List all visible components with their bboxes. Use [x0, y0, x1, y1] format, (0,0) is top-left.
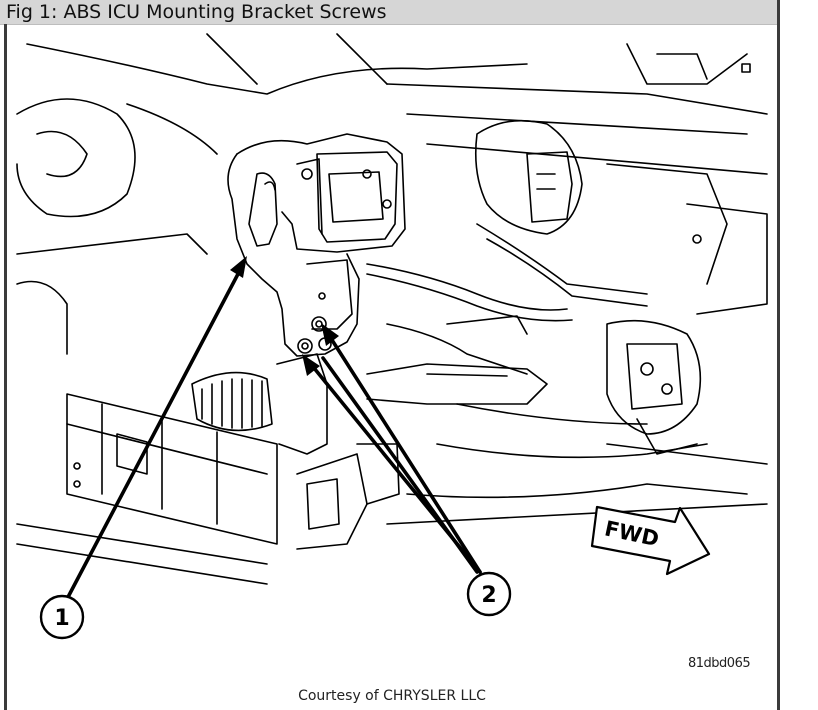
caption-bar: Fig 1: ABS ICU Mounting Bracket Screws [0, 0, 778, 25]
figure-caption: Fig 1: ABS ICU Mounting Bracket Screws [6, 1, 387, 23]
figure-id: 81dbd065 [688, 656, 751, 671]
callout-2-label: 2 [481, 583, 496, 608]
frame-left-border [4, 24, 7, 710]
callout-leader-lines [65, 256, 482, 601]
frame-right-border [777, 0, 780, 710]
courtesy-credit: Courtesy of CHRYSLER LLC [298, 688, 486, 704]
callout-1-label: 1 [54, 606, 69, 631]
callout-2: 2 [466, 571, 512, 617]
fwd-direction-arrow-icon: FWD [590, 505, 711, 576]
callout-1: 1 [39, 594, 85, 640]
vehicle-chassis-lines [16, 33, 768, 585]
abs-icu-line-drawing: FWD 1 2 [16, 33, 768, 640]
